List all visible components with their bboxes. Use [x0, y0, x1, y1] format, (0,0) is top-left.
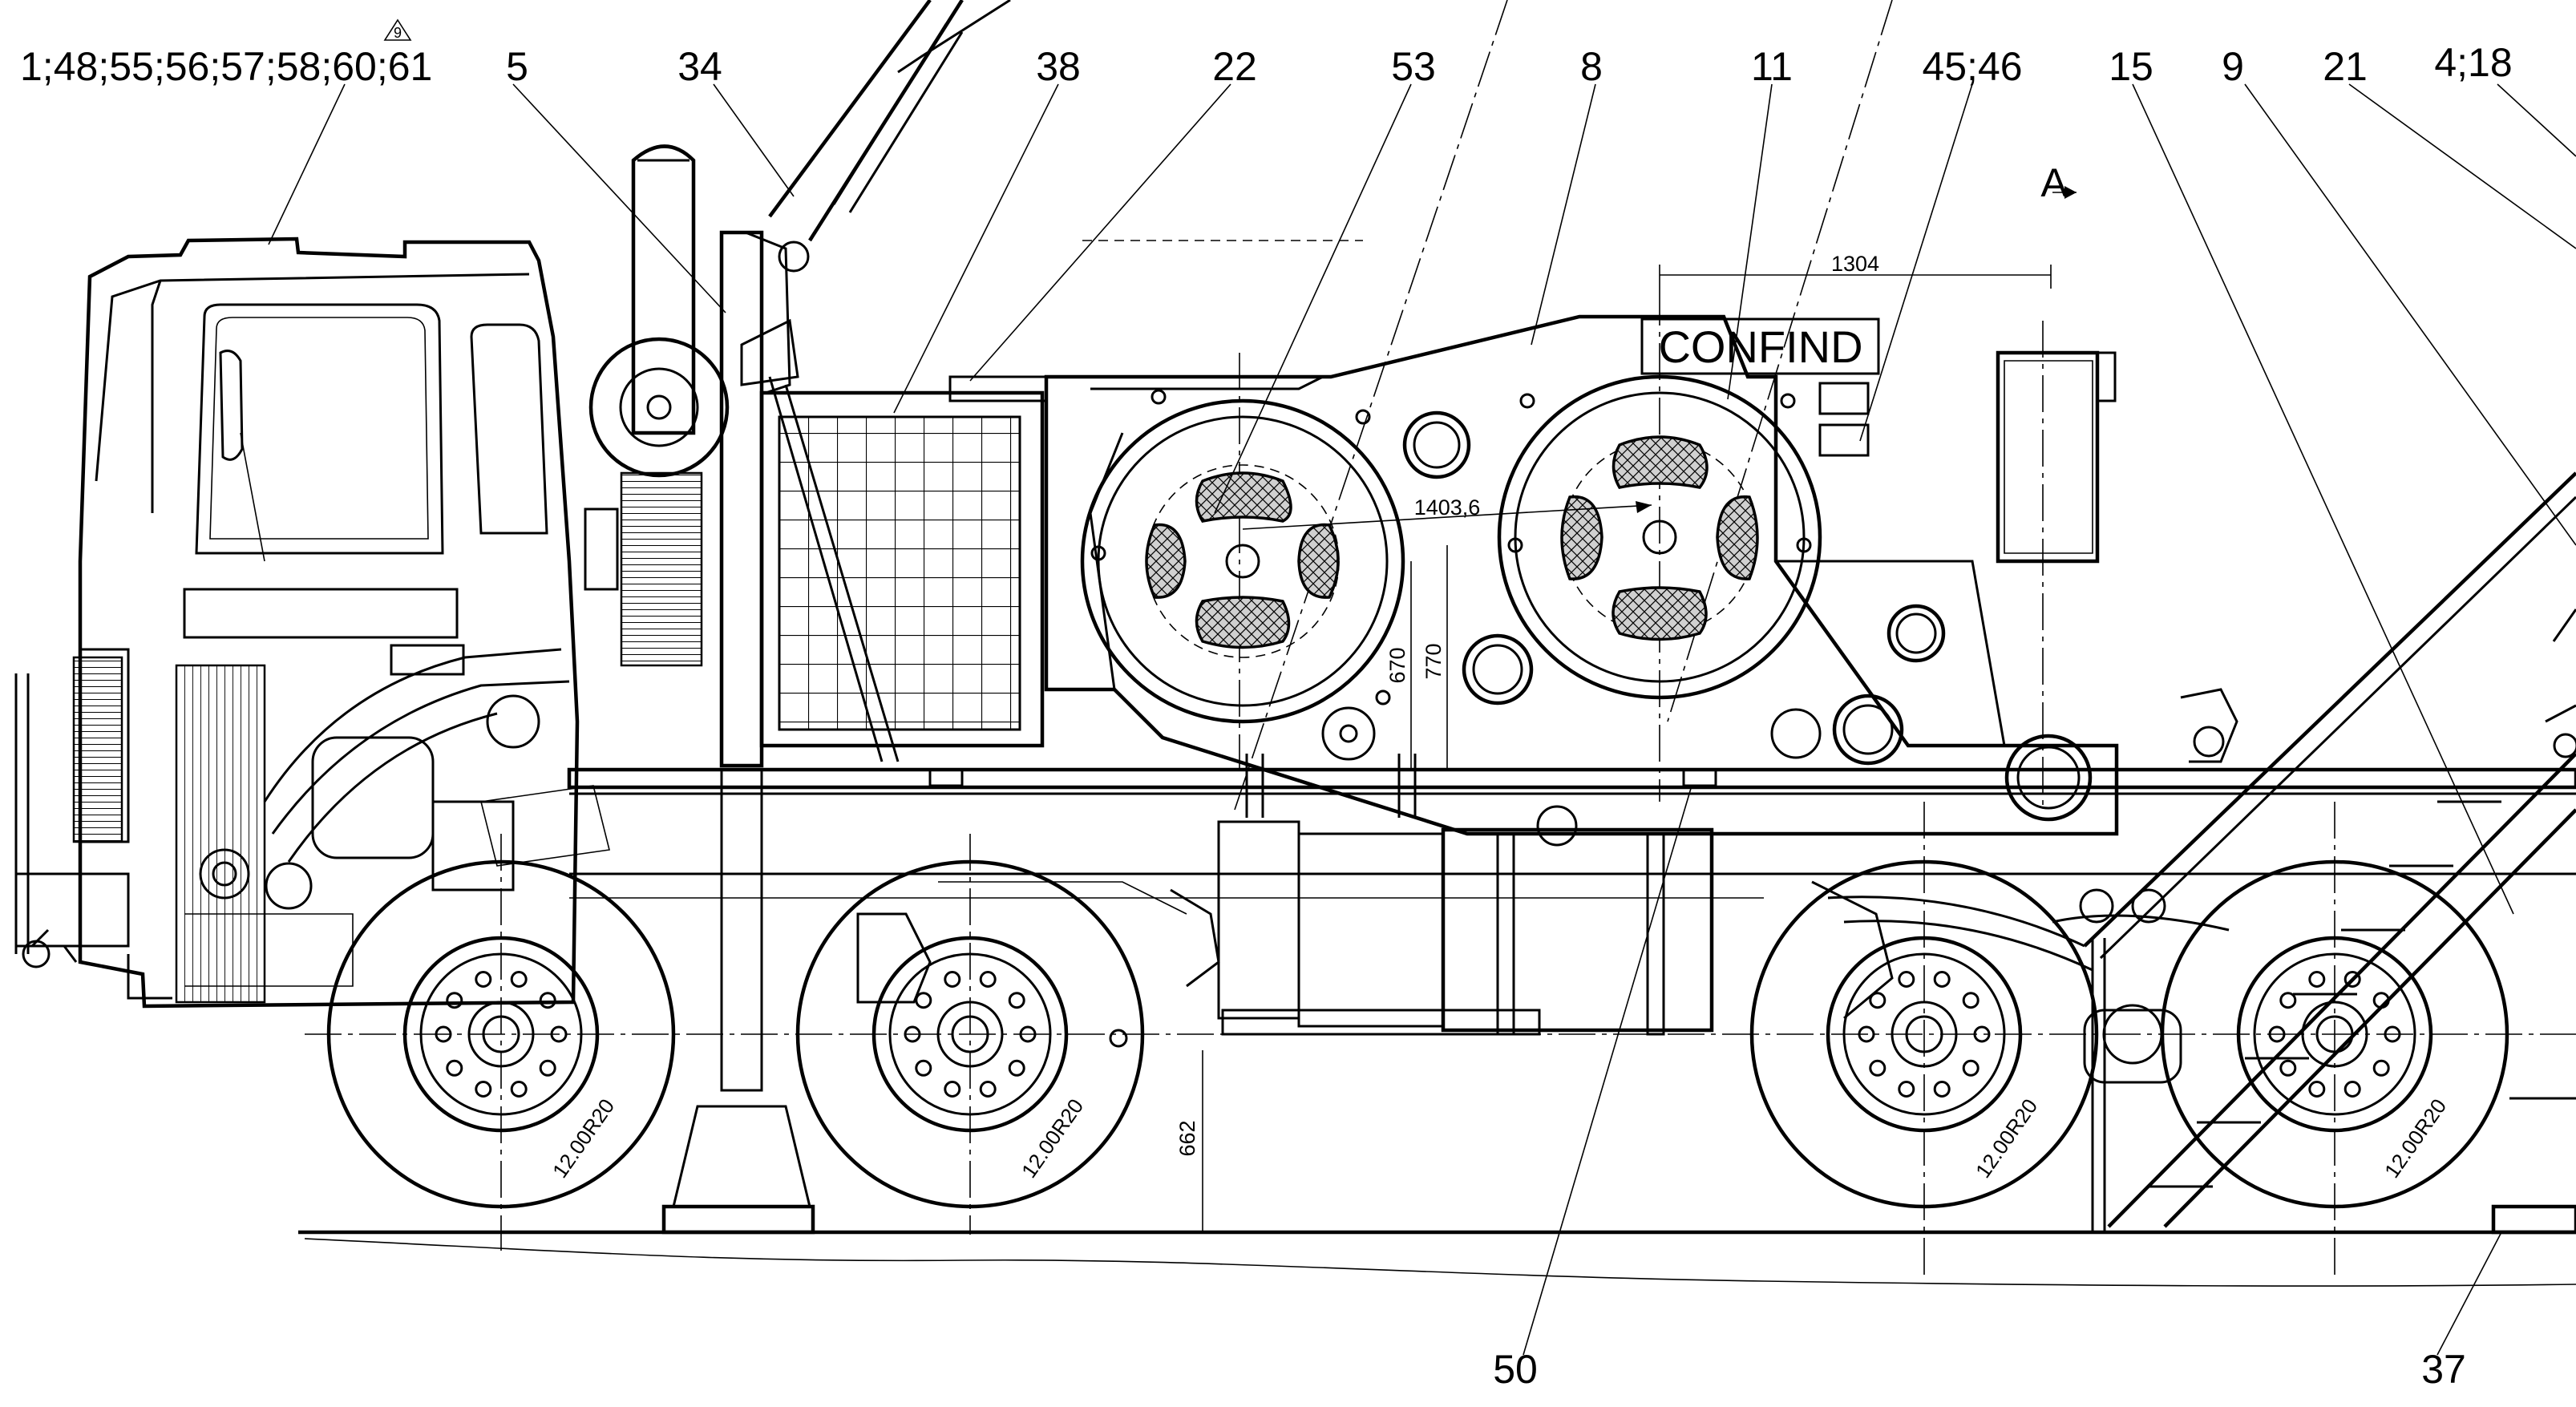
wheel-bolt: [1933, 1081, 1951, 1098]
dimension-label: 670: [1385, 647, 1409, 683]
leader-lines: [268, 83, 2576, 1356]
callout-label: 34: [677, 44, 722, 89]
wheel-bolt: [475, 1081, 492, 1098]
dimension-lines: [1202, 265, 2052, 1232]
winch-housing: [1044, 314, 2238, 836]
wheel-rear: [2160, 859, 2509, 1209]
wheel-bolt: [1869, 1059, 1887, 1077]
wheel-bolt: [446, 1059, 463, 1077]
wheel-bolt: [944, 1081, 961, 1098]
wheel-bolt: [2308, 1081, 2326, 1098]
brand-plate-text: CONFIND: [1658, 321, 1862, 372]
wheel-bolt: [446, 992, 463, 1009]
callout-label: 50: [1493, 1347, 1538, 1392]
wheel-bolt: [475, 971, 492, 988]
wheel-bolt: [510, 971, 528, 988]
svg-text:9: 9: [394, 25, 402, 41]
wheel-bolt: [904, 1025, 921, 1043]
callout-label: 5: [506, 44, 528, 89]
wheel-bolt: [510, 1081, 528, 1098]
wheel-bolt: [1973, 1025, 1991, 1043]
callout-label: 37: [2421, 1347, 2466, 1392]
wheel-bolt: [979, 971, 997, 988]
wheel-bolt: [944, 971, 961, 988]
callout-label: 22: [1212, 44, 1257, 89]
wheel-third: [1749, 859, 2099, 1209]
callout-label: 45;46: [1922, 44, 2022, 89]
dimension-label: 1403,6: [1414, 495, 1481, 520]
wheel-bolt: [2384, 1025, 2401, 1043]
wheel-bolt: [2279, 992, 2297, 1009]
callout-label: 38: [1036, 44, 1081, 89]
truck-cab: [14, 237, 610, 1009]
wheel-bolt: [2308, 971, 2326, 988]
wheel-bolt: [2268, 1025, 2286, 1043]
wheel-bolt: [2372, 1059, 2390, 1077]
callout-label: 53: [1391, 44, 1436, 89]
wheel-bolt: [979, 1081, 997, 1098]
wheel-second: [795, 859, 1145, 1209]
wheel-bolt: [2343, 1081, 2361, 1098]
callout-label: 1;48;55;56;57;58;60;61: [20, 44, 432, 89]
dimension-label: 770: [1421, 643, 1446, 679]
wheel-bolt: [2279, 1059, 2297, 1077]
callout-label: 15: [2109, 44, 2153, 89]
ground-line: [298, 1230, 2576, 1287]
wheel-bolt: [1869, 992, 1887, 1009]
wheel-bolt: [1933, 971, 1951, 988]
dimension-label: 1304: [1831, 252, 1879, 276]
callout-label: 9: [2222, 44, 2244, 89]
callout-label: 11: [1751, 44, 1793, 89]
callout-label: 4;18: [2434, 40, 2512, 85]
wheel-bolt: [1962, 1059, 1980, 1077]
wheel-bolt: [1962, 992, 1980, 1009]
wheel-bolt: [915, 1059, 932, 1077]
wheel-bolt: [435, 1025, 452, 1043]
wheel-bolts: [435, 971, 2401, 1098]
wheel-bolt: [2343, 971, 2361, 988]
exhaust-stack: [584, 144, 730, 667]
callout-labels: 1;48;55;56;57;58;60;61 5 34 38 22 53 8 1…: [20, 40, 2513, 1392]
callout-label: 21: [2323, 44, 2368, 89]
dimension-label: 662: [1175, 1120, 1199, 1156]
revision-mark: 9: [383, 18, 412, 41]
wheel-bolt: [1898, 971, 1915, 988]
wheel-bolt: [915, 992, 932, 1009]
radiator-cabinet: [759, 375, 1048, 748]
section-mark: A: [2040, 160, 2068, 205]
dimension-labels: 1304 1403,6 670 770 662: [1175, 252, 1879, 1157]
wheel-bolt: [1858, 1025, 1875, 1043]
wheel-bolt: [550, 1025, 568, 1043]
wheel-front: [326, 859, 676, 1209]
wheel-bolt: [1898, 1081, 1915, 1098]
wheel-bolt: [539, 1059, 556, 1077]
wheel-bolt: [1008, 992, 1025, 1009]
access-ladder: [2083, 471, 2576, 1235]
chassis-frame: [567, 754, 2576, 1084]
wheel-bolt: [539, 992, 556, 1009]
wheel-bolt: [1019, 1025, 1037, 1043]
wheel-bolt: [1008, 1059, 1025, 1077]
callout-label: 8: [1580, 44, 1603, 89]
